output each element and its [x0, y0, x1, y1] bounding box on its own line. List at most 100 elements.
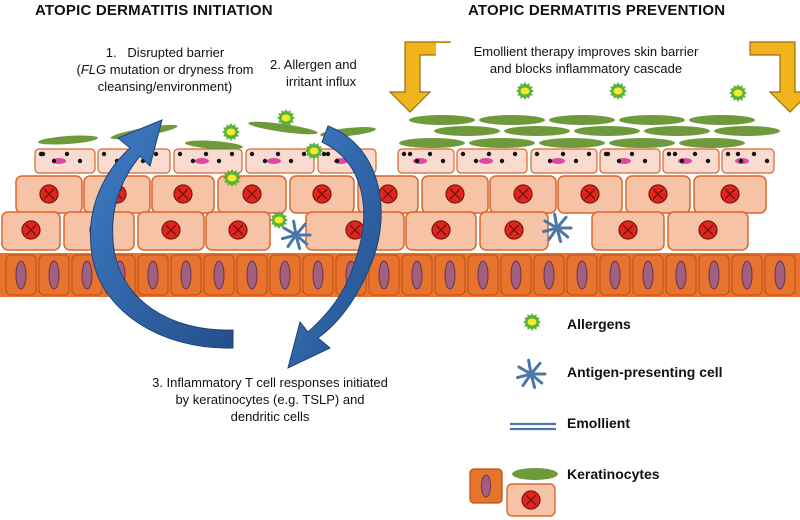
- keratohyalin-granule: [275, 151, 281, 157]
- basal-nucleus: [477, 260, 489, 290]
- keratohyalin-granule: [534, 151, 540, 157]
- allergen-core: [613, 87, 623, 95]
- corneocyte-intact: [714, 126, 780, 136]
- keratohyalin-granule: [262, 158, 268, 164]
- keratohyalin-granule: [679, 158, 685, 164]
- spinous-nucleus-cross: [316, 188, 328, 200]
- basal-nucleus: [246, 260, 258, 290]
- keratohyalin-granule: [51, 158, 57, 164]
- step2-caption: 2. Allergen and irritant influx: [270, 56, 410, 90]
- corneocyte-intact: [689, 115, 755, 125]
- keratohyalin-granule: [642, 158, 648, 164]
- corneocyte-intact: [539, 138, 605, 148]
- keratohyalin-granule: [64, 151, 70, 157]
- spinous-nucleus-cross: [43, 188, 55, 200]
- legend-corneocyte: [512, 468, 558, 480]
- granular-nucleus: [479, 158, 493, 164]
- keratohyalin-granule: [288, 158, 294, 164]
- keratohyalin-granule: [512, 151, 518, 157]
- keratohyalin-granule: [177, 151, 183, 157]
- keratohyalin-granule: [751, 151, 757, 157]
- corneocyte-intact: [479, 115, 545, 125]
- basal-nucleus: [213, 260, 225, 290]
- initiation-title: ATOPIC DERMATITIS INITIATION: [35, 2, 273, 19]
- prevention-note-line1: Emollient therapy improves skin barrier: [473, 44, 699, 59]
- step3-caption: 3. Inflammatory T cell responses initiat…: [120, 374, 420, 425]
- basal-nucleus: [444, 260, 456, 290]
- apc-left-body: [292, 231, 300, 239]
- keratohyalin-granule: [764, 158, 770, 164]
- gold-arrow-right: [749, 41, 800, 113]
- step3-line3: dendritic cells: [230, 409, 310, 424]
- spinous-nucleus-cross: [724, 188, 736, 200]
- corneocyte-disrupted: [185, 140, 243, 150]
- allergen-core: [227, 174, 237, 182]
- keratohyalin-granule: [229, 151, 235, 157]
- spinous-nucleus-cross: [177, 188, 189, 200]
- basal-nucleus: [708, 260, 720, 290]
- corneocyte-intact: [619, 115, 685, 125]
- spinous-nucleus-cross: [652, 188, 664, 200]
- spinous-nucleus-cross: [622, 224, 634, 236]
- corneocyte-intact: [609, 138, 675, 148]
- keratohyalin-granule: [486, 151, 492, 157]
- keratohyalin-granule: [325, 151, 331, 157]
- keratohyalin-granule: [407, 151, 413, 157]
- legend-apc-label: Antigen-presenting cell: [567, 364, 723, 380]
- keratohyalin-granule: [460, 151, 466, 157]
- keratohyalin-granule: [705, 158, 711, 164]
- keratohyalin-granule: [586, 151, 592, 157]
- step3-line1: 3. Inflammatory T cell responses initiat…: [152, 375, 388, 390]
- basal-nucleus: [378, 260, 390, 290]
- step1-gene: FLG: [80, 62, 107, 77]
- corneocyte-intact: [434, 126, 500, 136]
- basal-nucleus: [543, 260, 555, 290]
- granular-nucleus: [195, 158, 209, 164]
- prevention-note: Emollient therapy improves skin barrier …: [436, 43, 736, 77]
- keratohyalin-granule: [190, 158, 196, 164]
- basal-nucleus: [774, 260, 786, 290]
- allergen-core: [520, 87, 530, 95]
- keratohyalin-granule: [440, 158, 446, 164]
- legend-keratinocytes-label: Keratinocytes: [567, 466, 660, 482]
- spinous-nucleus-cross: [449, 188, 461, 200]
- keratohyalin-granule: [692, 151, 698, 157]
- spinous-nucleus-cross: [702, 224, 714, 236]
- keratohyalin-granule: [77, 158, 83, 164]
- legend-emollient-label: Emollient: [567, 415, 631, 431]
- keratohyalin-granule: [153, 151, 159, 157]
- circular-arrow-left: [90, 119, 234, 349]
- basal-nucleus: [48, 260, 60, 290]
- basal-nucleus: [411, 260, 423, 290]
- keratohyalin-granule: [40, 151, 46, 157]
- step1-line3: cleansing/environment): [97, 79, 233, 94]
- basal-nucleus: [609, 260, 621, 290]
- keratohyalin-granule: [573, 158, 579, 164]
- step2-line2: irritant influx: [286, 74, 357, 89]
- keratohyalin-granule: [725, 151, 731, 157]
- corneocyte-intact: [399, 138, 465, 148]
- step3-line2: by keratinocytes (e.g. TSLP) and: [175, 392, 365, 407]
- keratohyalin-granule: [473, 158, 479, 164]
- keratohyalin-granule: [401, 151, 407, 157]
- basal-nucleus: [675, 260, 687, 290]
- allergen-core: [733, 89, 743, 97]
- keratohyalin-granule: [560, 151, 566, 157]
- prevention-note-line2: and blocks inflammatory cascade: [489, 61, 683, 76]
- granular-nucleus: [267, 158, 281, 164]
- keratohyalin-granule: [605, 151, 611, 157]
- corneocyte-intact: [644, 126, 710, 136]
- basal-nucleus: [642, 260, 654, 290]
- corneocyte-intact: [574, 126, 640, 136]
- keratohyalin-granule: [738, 158, 744, 164]
- spinous-nucleus-cross: [232, 224, 244, 236]
- keratohyalin-granule: [735, 151, 741, 157]
- keratohyalin-granule: [547, 158, 553, 164]
- step1-line2: mutation or dryness from: [106, 62, 254, 77]
- keratohyalin-granule: [203, 151, 209, 157]
- spinous-nucleus-cross: [508, 224, 520, 236]
- keratohyalin-granule: [666, 151, 672, 157]
- allergen-core: [226, 128, 236, 136]
